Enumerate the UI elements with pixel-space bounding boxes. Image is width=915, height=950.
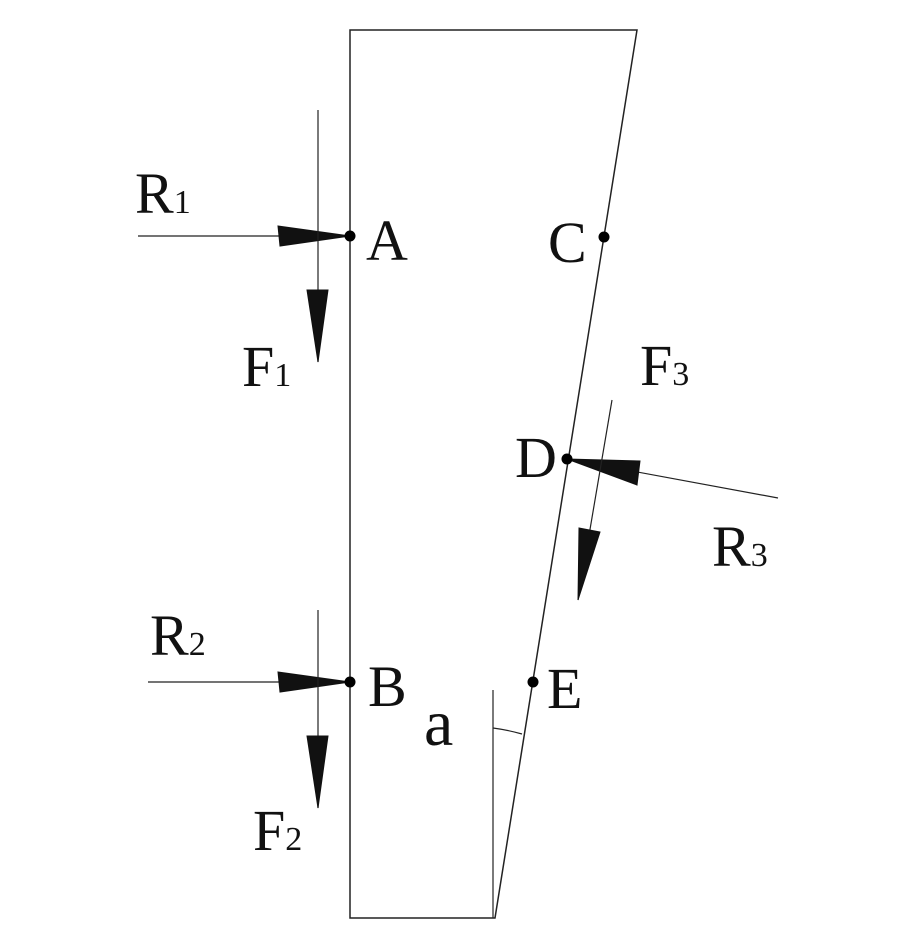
body-outline [349,29,638,919]
label-r3-base: R [712,514,751,579]
label-r2: R2 [150,603,206,668]
r3-arrowhead [566,458,641,486]
label-e: E [547,656,582,721]
label-r3: R3 [712,514,768,579]
label-r1: R1 [135,161,191,226]
label-r1-base: R [135,161,174,226]
label-f3-base: F [640,333,672,398]
label-c: C [548,210,587,275]
label-a: A [366,208,408,273]
f3-arrowhead [577,527,601,601]
point-e [527,676,539,688]
label-r2-base: R [150,603,189,668]
label-r3-sub: 3 [751,537,768,574]
label-f2: F2 [253,798,302,863]
point-d [561,453,573,465]
f2-arrowhead [306,735,329,809]
label-f3: F3 [640,333,689,398]
label-b: B [368,654,407,719]
label-f1: F1 [242,334,291,399]
label-f3-sub: 3 [672,356,689,393]
r2-arrowhead [277,671,351,693]
label-f2-sub: 2 [285,821,302,858]
label-r2-sub: 2 [189,626,206,663]
label-angle: a [424,687,453,760]
point-a [344,230,356,242]
angle-arc [492,727,523,735]
label-f1-base: F [242,334,274,399]
label-r1-sub: 1 [174,184,191,221]
label-d: D [515,425,557,490]
point-c [598,231,610,243]
label-f1-sub: 1 [274,357,291,394]
r1-arrowhead [277,225,351,247]
f1-arrowhead [306,289,329,363]
point-b [344,676,356,688]
label-f2-base: F [253,798,285,863]
